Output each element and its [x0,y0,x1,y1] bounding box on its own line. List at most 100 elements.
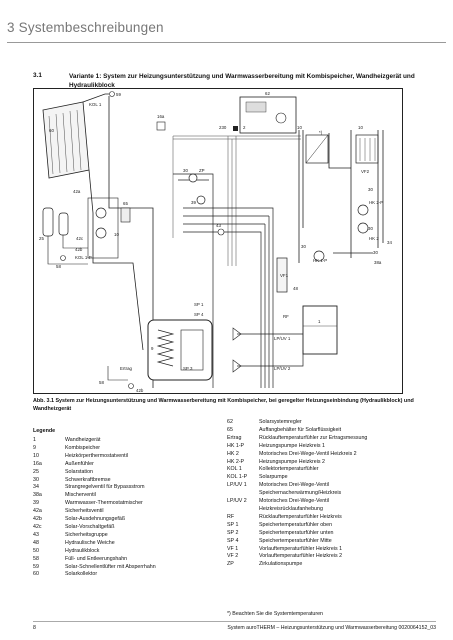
pump-icon [357,222,369,234]
label-58a: 58 [56,264,61,269]
label-42c: 42c [76,236,84,241]
label-9: 9 [151,346,154,351]
chapter-divider [7,42,446,43]
label-1: 1 [318,319,321,324]
solar-controller-icon [239,96,297,134]
label-42b: 42b [75,247,83,252]
label-30a: 30 [183,168,188,173]
air-vent-icon [109,91,115,97]
label-30b: 30 [368,187,373,192]
label-30c: 30 [368,226,373,231]
label-kol1: KOL 1 [89,102,102,107]
combi-storage-icon [147,319,213,381]
label-sp1: SP 1 [194,302,204,307]
hydraulic-switch-icon [276,257,288,293]
label-39: 39 [191,200,196,205]
label-16a: 16a [157,114,165,119]
label-2: 2 [243,125,246,130]
chapter-title: 3 Systembeschreibungen [7,20,164,35]
label-sp4: SP 4 [194,312,204,317]
label-lpuv2: LP/UV 2 [274,366,291,371]
pump-icon [313,250,325,262]
label-10a: 10 [297,125,302,130]
label-star: *) [319,130,323,135]
label-hk1p: HK 1-P [313,258,327,263]
label-vf1: VF1 [280,273,289,278]
label-42b-bottom: 42b [136,388,144,393]
section-number: 3.1 [33,72,42,79]
legend-footnote: *) Beachten Sie die Systemtemperaturen [227,611,323,617]
system-diagram: 59 KOL 1 60 16a 62 230 2 10 *) 10 30 ZP … [33,88,403,394]
label-30e: 30 [373,250,378,255]
drain-valve-icon [128,383,134,389]
label-58b: 58 [99,380,104,385]
footer-divider [33,621,436,622]
label-lpuv1: LP/UV 1 [274,336,291,341]
label-34: 34 [387,240,392,245]
pump-icon [357,204,369,216]
hydraulic-schematic: 59 KOL 1 60 16a 62 230 2 10 *) 10 30 ZP … [33,88,403,394]
circulation-pump-icon [188,173,198,183]
label-59: 59 [116,92,121,97]
solar-collector-icon [42,101,90,179]
power-plug-icon [233,126,238,131]
pre-vessel-icon [58,212,69,236]
label-60: 60 [49,128,54,133]
label-10b: 10 [358,125,363,130]
expansion-vessel-icon [42,207,54,237]
pump-icon [95,227,107,239]
label-62: 62 [265,91,270,96]
label-rf: RF [283,314,289,319]
wall-boiler-icon [302,305,338,355]
collection-tank-icon [120,207,131,223]
label-25: 25 [39,236,44,241]
label-hk2: HK 2 [369,236,379,241]
label-38a: 38a [374,260,382,265]
label-48: 48 [293,286,298,291]
radiator-icon [355,134,379,164]
label-hk2p: HK 2-P [369,200,383,205]
label-230: 230 [219,125,227,130]
footer-text: System auroTHERM – Heizungsunterstützung… [227,625,436,631]
label-zp: ZP [199,168,205,173]
label-43: 43 [216,223,221,228]
diagram-frame [33,88,403,394]
label-42a: 42a [73,189,81,194]
legend-row: Heizkreisrücklaufanhebung [259,505,323,512]
label-vf2: VF2 [361,169,370,174]
radiator-icon [305,134,329,164]
thermostatic-mixer-icon [196,195,206,205]
